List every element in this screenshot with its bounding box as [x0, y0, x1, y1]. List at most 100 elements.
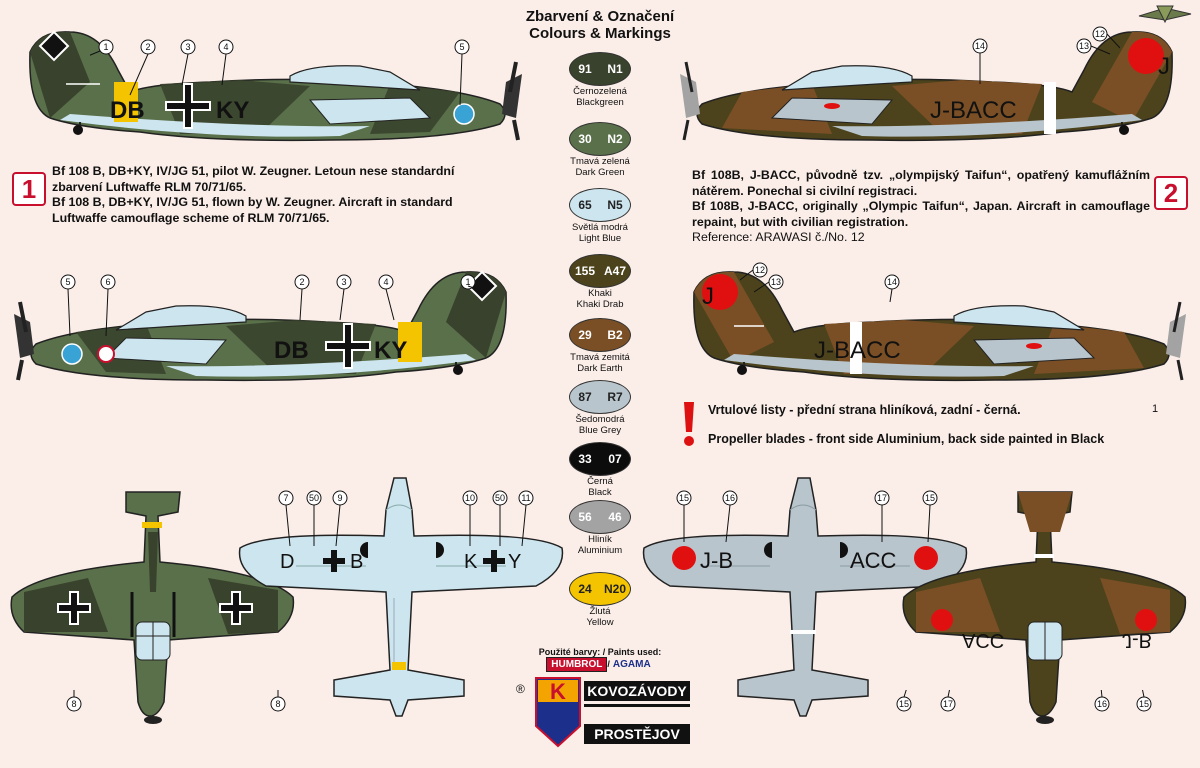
callout-number: 9 [337, 493, 342, 503]
callouts-bottom-wing-1: 7 50 9 10 50 11 [278, 490, 534, 546]
callout-number: 50 [495, 493, 505, 503]
humbrol-logo: HUMBROL [546, 657, 608, 672]
color-code: 30 [578, 132, 592, 146]
scheme1-description: Bf 108 B, DB+KY, IV/JG 51, pilot W. Zeug… [52, 164, 506, 226]
color-code: 65 [578, 198, 592, 212]
color-swatch: 87 R7 [569, 380, 631, 414]
tail-letter: J [702, 283, 714, 310]
kovozavody-logo-icon: K [535, 677, 581, 748]
callout-number: 5 [459, 42, 464, 52]
maker-name-line2: PROSTĚJOV [584, 724, 690, 744]
aircraft-bottom-view-2: J-B ACC [642, 477, 968, 717]
color-code: 155 [574, 264, 596, 278]
color-swatch: 91 N1 [569, 52, 631, 86]
callout-number: 17 [877, 493, 887, 503]
callout-number: 1 [103, 42, 108, 52]
color-code: R7 [607, 390, 623, 404]
propeller-note-cz: Vrtulové listy - přední strana hliníková… [708, 403, 1021, 417]
callouts-bottom-wing-2: 15 16 17 15 [676, 490, 938, 543]
propeller-note-marker: 1 [1152, 403, 1159, 415]
callout-number: 2 [145, 42, 150, 52]
color-code: 24 [578, 582, 592, 596]
callouts-mid-right: 12 13 14 [740, 262, 900, 302]
scheme2-desc-cz: Bf 108B, J-BACC, původně tzv. „olympijsk… [692, 168, 1150, 198]
scheme-badge-1: 1 [12, 172, 46, 206]
callout-number: 7 [283, 493, 288, 503]
callout-number: 15 [925, 493, 935, 503]
callouts-bottom-right: 15 17 16 15 [896, 690, 1152, 712]
logo-icon [1138, 5, 1192, 24]
fuselage-code-left: DB [274, 337, 309, 364]
callouts-top-left: 1 2 3 4 5 [90, 39, 470, 105]
color-code: 46 [608, 510, 622, 524]
fuselage-code-right: KY [216, 97, 249, 124]
aircraft-side-view-2-right: J J-BACC [693, 271, 1186, 382]
color-code: N20 [603, 582, 626, 596]
color-code: B2 [607, 328, 623, 342]
callout-number: 8 [71, 699, 76, 709]
callout-number: 2 [299, 277, 304, 287]
callout-number: 3 [185, 42, 190, 52]
wing-registration: J-B [700, 548, 733, 573]
callout-number: 1 [465, 277, 470, 287]
callout-number: 13 [1079, 41, 1089, 51]
aircraft-side-view-2-left: J-BACC J [680, 31, 1173, 142]
callout-number: 11 [521, 493, 530, 503]
page-title: Zbarvení & Označení Colours & Markings [470, 8, 730, 42]
callouts-top-right: 14 13 12 [972, 26, 1120, 84]
color-code: N1 [607, 62, 623, 76]
callout-number: 3 [341, 277, 346, 287]
scheme1-desc-en: Bf 108 B, DB+KY, IV/JG 51, flown by W. Z… [52, 195, 453, 225]
color-code: 33 [578, 452, 592, 466]
callout-number: 15 [899, 699, 909, 709]
propeller-note-en: Propeller blades - front side Aluminium,… [708, 432, 1105, 446]
callout-number: 50 [309, 493, 319, 503]
wing-registration: J-B [1122, 629, 1152, 651]
wing-registration: ACC [962, 629, 1004, 651]
callout-number: 16 [725, 493, 735, 503]
divider [584, 704, 690, 707]
scheme2-reference: Reference: ARAWASI č./No. 12 [692, 230, 865, 244]
aircraft-side-view-1-left: DB KY [29, 30, 522, 142]
callout-number: 16 [1097, 699, 1107, 709]
callouts-mid-left: 5 6 2 3 4 1 [60, 274, 481, 337]
color-code: A47 [603, 264, 626, 278]
color-code: 56 [578, 510, 592, 524]
scheme2-desc-en: Bf 108B, J-BACC, originally „Olympic Tai… [692, 199, 1150, 229]
paints-label: Použité barvy: / Paints used: [538, 647, 662, 657]
callout-number: 4 [383, 277, 388, 287]
aircraft-side-view-1-right: DB KY [14, 270, 507, 382]
color-code: 91 [578, 62, 592, 76]
unit-emblem-icon [453, 103, 475, 125]
callout-number: 5 [65, 277, 70, 287]
warning-exclamation-icon [684, 402, 694, 446]
color-swatch: 155 A47 [569, 254, 631, 288]
callout-number: 17 [943, 699, 953, 709]
callout-number: 13 [771, 277, 781, 287]
registered-mark: ® [516, 682, 525, 696]
wing-code: B [350, 551, 363, 573]
callout-number: 6 [105, 277, 110, 287]
aircraft-top-view-1 [10, 491, 295, 724]
aircraft-top-view-2: ACC J-B [902, 491, 1187, 724]
scheme2-description: Bf 108B, J-BACC, původně tzv. „olympijsk… [692, 168, 1150, 246]
callout-number: 14 [975, 41, 985, 51]
tail-letter: J [1158, 53, 1170, 80]
fuselage-code-left: DB [110, 97, 145, 124]
callout-number: 8 [275, 699, 280, 709]
wing-code: Y [508, 551, 521, 573]
color-code: 87 [578, 390, 592, 404]
callout-number: 4 [223, 42, 228, 52]
color-swatch: 24 N20 [569, 572, 631, 606]
logo-letter: K [550, 679, 566, 704]
